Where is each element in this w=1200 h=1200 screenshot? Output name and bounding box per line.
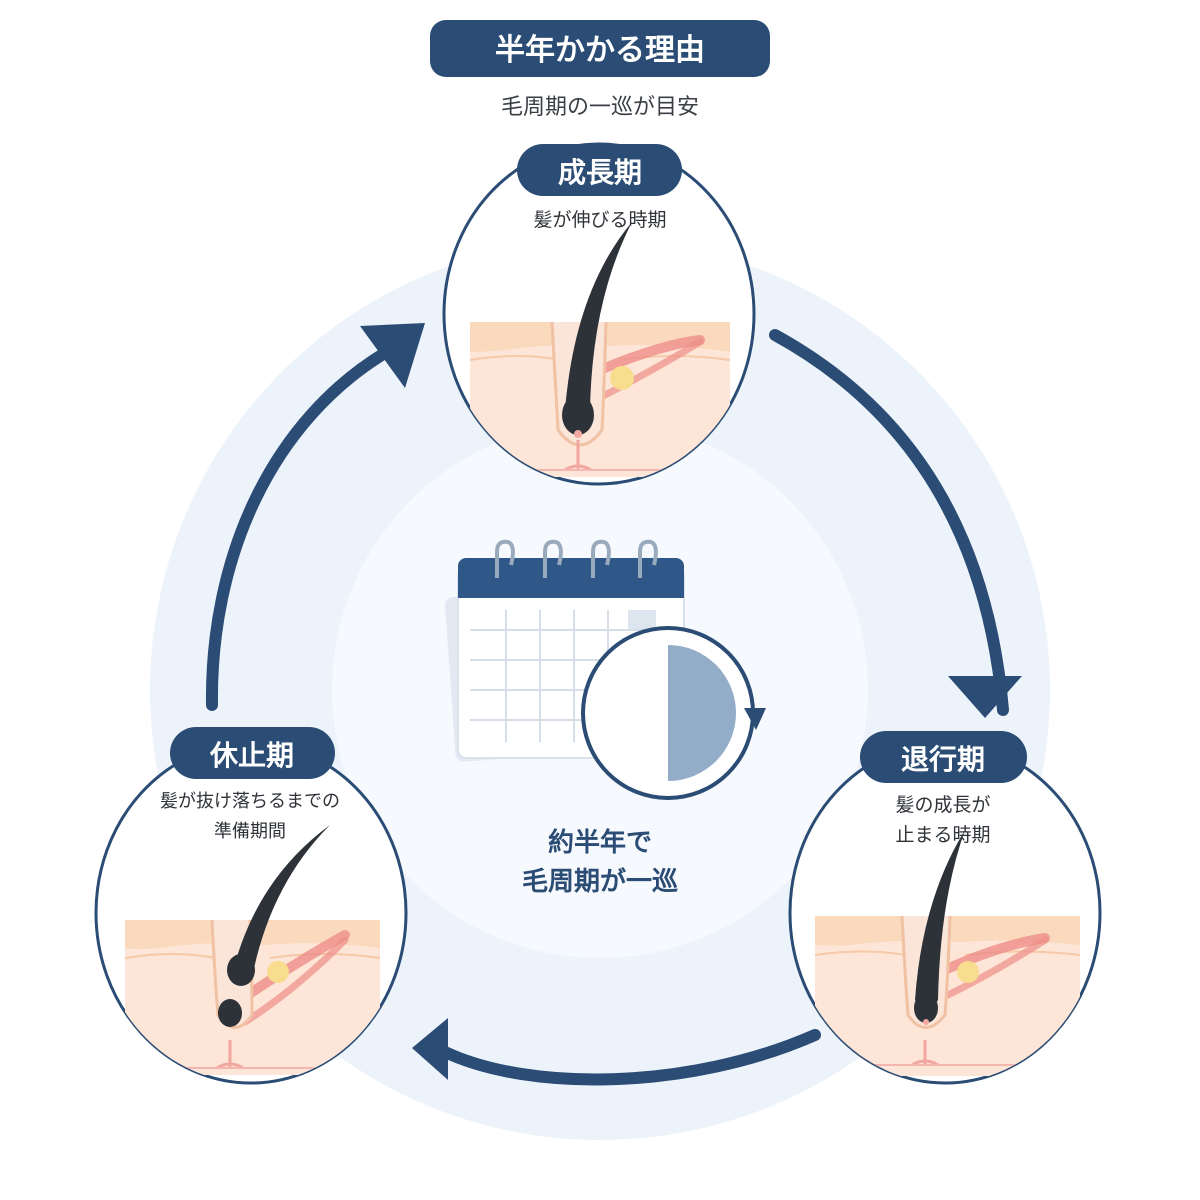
phase-label-resting: 休止期: [209, 739, 294, 772]
arrow-resting-to-growth: [205, 344, 396, 711]
phase-desc-regression-line1: 髪の成長が: [895, 794, 990, 816]
hair-strand-resting: [232, 825, 330, 984]
phase-desc-resting-line1: 髪が抜け落ちるまでの: [160, 790, 340, 812]
phase-label-regression: 退行期: [901, 743, 985, 776]
arrow-head-right: [948, 676, 1022, 718]
cycle-arrow-icon: [744, 708, 766, 730]
clock-icon: [581, 626, 766, 800]
arrow-head-bottom: [412, 1018, 448, 1080]
phase-desc-resting-line2: 準備期間: [214, 821, 286, 842]
phase-regression: 退行期 髪の成長が 止まる時期: [788, 731, 1102, 1085]
phase-label-growth: 成長期: [558, 156, 642, 189]
hair-strand-growth: [565, 222, 632, 420]
hair-strand-regression: [915, 830, 965, 1010]
center-text-line1: 約半年で: [548, 827, 652, 858]
phase-desc-growth: 髪が伸びる時期: [533, 209, 666, 231]
page-title: 半年かかる理由: [495, 33, 705, 68]
phase-desc-regression-line2: 止まる時期: [895, 824, 990, 846]
cycle-progress-fill: [668, 645, 736, 781]
title-badge: [430, 20, 770, 77]
phase-resting: 休止期 髪が抜け落ちるまでの 準備期間: [94, 727, 408, 1085]
arrow-head-left: [360, 323, 425, 388]
phase-badge-resting: [170, 727, 335, 779]
phase-growth: 成長期 髪が伸びる時期: [442, 142, 756, 486]
center-text-line2: 毛周期が一巡: [522, 866, 678, 897]
phase-badge-growth: [517, 144, 682, 196]
arrow-growth-to-regression: [769, 329, 1009, 716]
arrow-regression-to-resting: [439, 1029, 821, 1086]
hair-follicle-icon: [124, 919, 381, 1075]
page-subtitle: 毛周期の一巡が目安: [501, 95, 699, 120]
phase-badge-regression: [860, 731, 1027, 783]
